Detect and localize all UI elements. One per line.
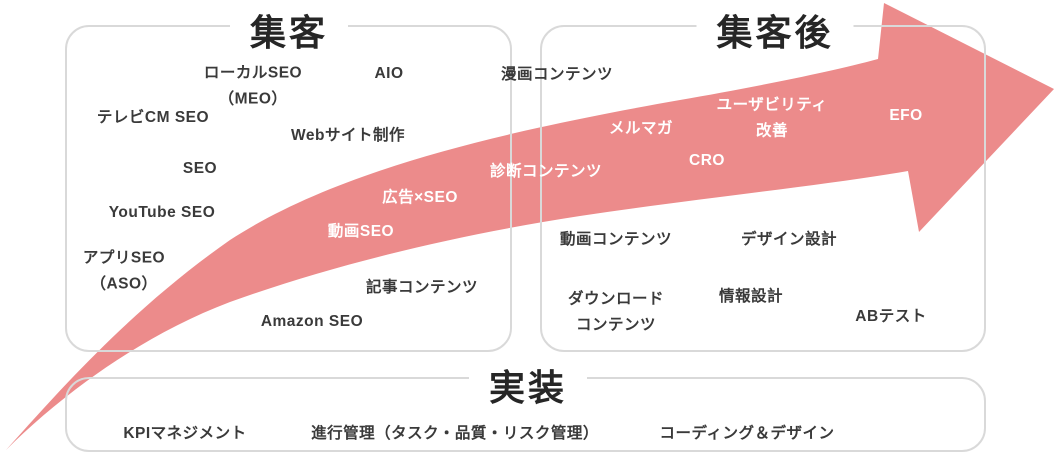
item-coding-design: コーディング＆デザイン — [659, 425, 835, 443]
item-usability-improvement: ユーザビリティ 改善 — [716, 96, 828, 139]
item-ab-test: ABテスト — [855, 308, 927, 326]
item-amazon-seo: Amazon SEO — [260, 313, 364, 331]
section-title-shuukyakugo: 集客後 — [696, 0, 854, 64]
item-seo: SEO — [182, 160, 218, 178]
item-diagnosis-content: 診断コンテンツ — [489, 163, 603, 181]
item-video-content: 動画コンテンツ — [559, 231, 673, 249]
item-information-design: 情報設計 — [718, 288, 784, 306]
item-download-content: ダウンロード コンテンツ — [567, 290, 665, 333]
item-aio: AIO — [374, 65, 404, 83]
item-local-seo-meo: ローカルSEO （MEO） — [203, 64, 303, 107]
item-video-seo: 動画SEO — [327, 223, 395, 241]
section-title-jissou: 実装 — [468, 355, 588, 419]
item-kpi-management: KPIマネジメント — [123, 425, 247, 443]
item-manga-content: 漫画コンテンツ — [500, 66, 614, 84]
section-title-shuukyaku: 集客 — [229, 0, 349, 64]
item-youtube-seo: YouTube SEO — [108, 204, 216, 222]
item-article-content: 記事コンテンツ — [365, 279, 479, 297]
item-website-production: Webサイト制作 — [291, 127, 405, 145]
item-design-planning: デザイン設計 — [740, 231, 838, 249]
item-ad-seo: 広告×SEO — [382, 189, 458, 207]
item-progress-management: 進行管理（タスク・品質・リスク管理） — [311, 425, 599, 443]
item-efo: EFO — [889, 107, 923, 125]
growth-arrow-shape — [6, 3, 1054, 450]
item-app-seo-aso: アプリSEO （ASO） — [82, 249, 166, 292]
item-tvcm-seo: テレビCM SEO — [96, 109, 210, 127]
item-mail-magazine: メルマガ — [608, 120, 674, 138]
item-cro: CRO — [689, 152, 725, 170]
